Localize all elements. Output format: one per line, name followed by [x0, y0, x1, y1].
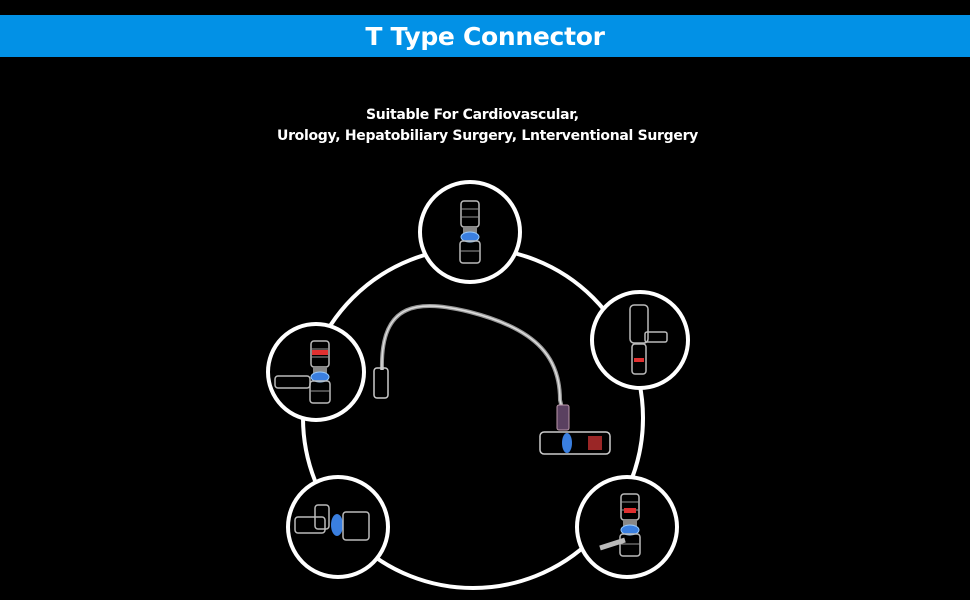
detail-circle-bottom-left — [286, 475, 390, 579]
detail-circle-bottom-right — [575, 475, 679, 579]
title-banner: T Type Connector — [0, 15, 970, 57]
detail-circle-left — [266, 322, 366, 422]
detail-circle-top — [418, 180, 522, 284]
subtitle-line-2: Urology, Hepatobiliary Surgery, Lnterven… — [277, 128, 698, 144]
detail-circle-right — [590, 290, 690, 390]
subtitle-line-1: Suitable For Cardiovascular, — [366, 107, 579, 123]
page-title: T Type Connector — [365, 21, 605, 51]
t-connector-with-tube — [373, 304, 611, 455]
